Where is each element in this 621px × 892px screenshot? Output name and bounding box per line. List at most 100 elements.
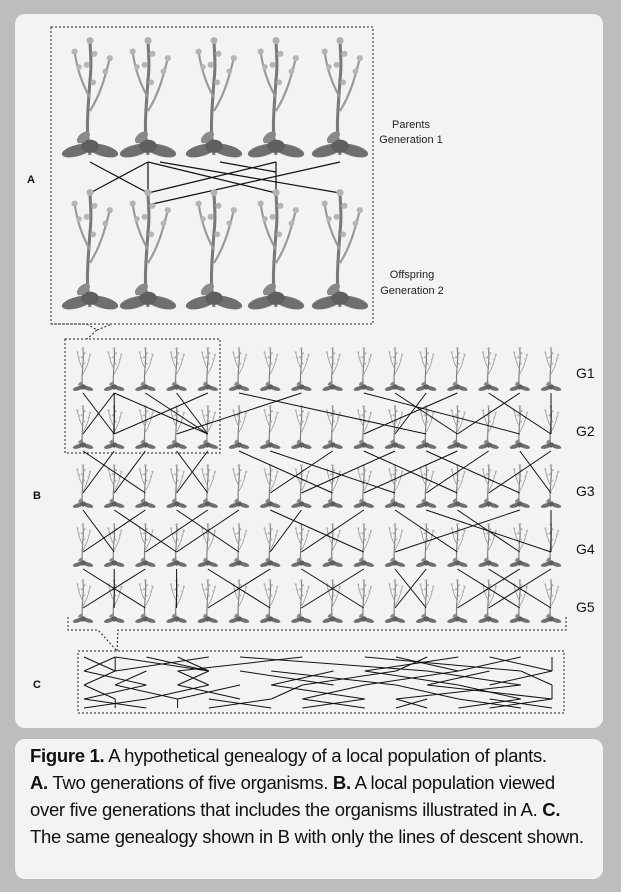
plant-icon (71, 463, 95, 510)
plant-icon (196, 404, 220, 451)
plant-icon (258, 522, 282, 569)
plant-icon (244, 187, 308, 314)
plant-icon (244, 35, 308, 162)
descent-line (176, 450, 209, 494)
panel-a: Parents Generation 1 Offspring Generatio… (27, 26, 444, 340)
descent-line (271, 670, 397, 686)
generation-label-g5: G5 (576, 599, 595, 615)
descent-line (488, 392, 552, 435)
descent-line (395, 684, 521, 700)
generation-label-g1: G1 (576, 365, 595, 381)
descent-line (176, 509, 240, 553)
plant-icon (71, 578, 95, 625)
plant-icon (539, 578, 563, 625)
descent-line (113, 392, 209, 435)
plant-icon (352, 346, 376, 393)
plant-icon (182, 35, 246, 162)
descent-line (302, 684, 365, 700)
caption-a-text: Two generations of five organisms. (47, 772, 329, 793)
figure-caption: Figure 1. A hypothetical genealogy of a … (30, 742, 590, 850)
descent-line (113, 450, 146, 494)
plant-icon (414, 578, 438, 625)
descent-line (395, 684, 459, 700)
panel-b: G1 G2 G3 G4 G5 B (33, 338, 595, 652)
plant-icon (165, 346, 188, 393)
plant-icon (134, 463, 157, 510)
plant-icon (58, 187, 122, 314)
plant-icon (539, 463, 563, 510)
plant-icon (134, 522, 157, 569)
plant-icon (321, 463, 344, 510)
descent-line (146, 684, 209, 700)
plant-icon (71, 522, 95, 569)
descent-line (83, 656, 116, 672)
offspring-generation-label: Generation 2 (380, 285, 444, 297)
descent-line (457, 392, 521, 435)
plant-icon (58, 35, 122, 162)
plant-icon (290, 578, 313, 625)
descent-line (114, 670, 147, 686)
plant-icon (383, 463, 407, 510)
descent-line (207, 568, 271, 609)
plant-icon (196, 578, 220, 625)
descent-line (520, 670, 553, 686)
descent-line (271, 670, 334, 686)
plant-icon (71, 404, 95, 451)
plant-icon (71, 346, 95, 393)
descent-line (115, 684, 178, 700)
plant-icon (321, 578, 344, 625)
caption-c-label: C. (542, 799, 561, 820)
descent-line (82, 450, 115, 494)
plant-icon (102, 463, 126, 510)
plant-icon (446, 346, 469, 393)
plant-icon (165, 404, 188, 451)
descent-line (269, 450, 333, 494)
plant-icon (352, 404, 376, 451)
generation-label-g4: G4 (576, 541, 595, 557)
descent-line (82, 509, 115, 553)
plant-icon (477, 522, 500, 569)
panel-b-label: B (33, 490, 41, 502)
plant-icon (508, 522, 532, 569)
descent-line (519, 450, 552, 494)
plant-icon (414, 522, 438, 569)
descent-line (457, 509, 521, 553)
descent-line (458, 656, 521, 672)
parents-label: Parents (392, 119, 430, 131)
descent-line (363, 392, 520, 435)
plant-icon (539, 346, 563, 393)
plant-icon (227, 463, 251, 510)
plant-icon (116, 187, 180, 314)
plant-icon (383, 578, 407, 625)
descent-line (301, 509, 365, 553)
plant-icon (290, 463, 313, 510)
plant-icon (196, 463, 220, 510)
descent-line (302, 698, 365, 709)
caption-panel (15, 739, 603, 879)
descent-line (238, 392, 427, 435)
plant-icon (414, 346, 438, 393)
panel-a-label: A (27, 174, 35, 186)
descent-line (489, 698, 553, 709)
plant-icon (414, 463, 438, 510)
caption-intro: A hypothetical genealogy of a local popu… (104, 745, 547, 766)
generation-label-g3: G3 (576, 483, 595, 499)
descent-line (394, 392, 458, 435)
plant-icon (290, 346, 313, 393)
caption-a-label: A. (30, 772, 48, 793)
plant-icon (446, 578, 469, 625)
plant-icon (134, 578, 157, 625)
plant-icon (196, 346, 220, 393)
plant-icon (383, 522, 407, 569)
descent-line (364, 670, 459, 686)
descent-line (489, 670, 553, 686)
plant-icon (165, 522, 188, 569)
descent-line (82, 450, 146, 494)
descent-line (301, 568, 365, 609)
descent-line (83, 670, 116, 686)
descent-line (425, 450, 521, 494)
plant-icon (227, 404, 251, 451)
plant-icon (258, 463, 282, 510)
descent-line (457, 568, 521, 609)
descent-line (489, 656, 553, 672)
